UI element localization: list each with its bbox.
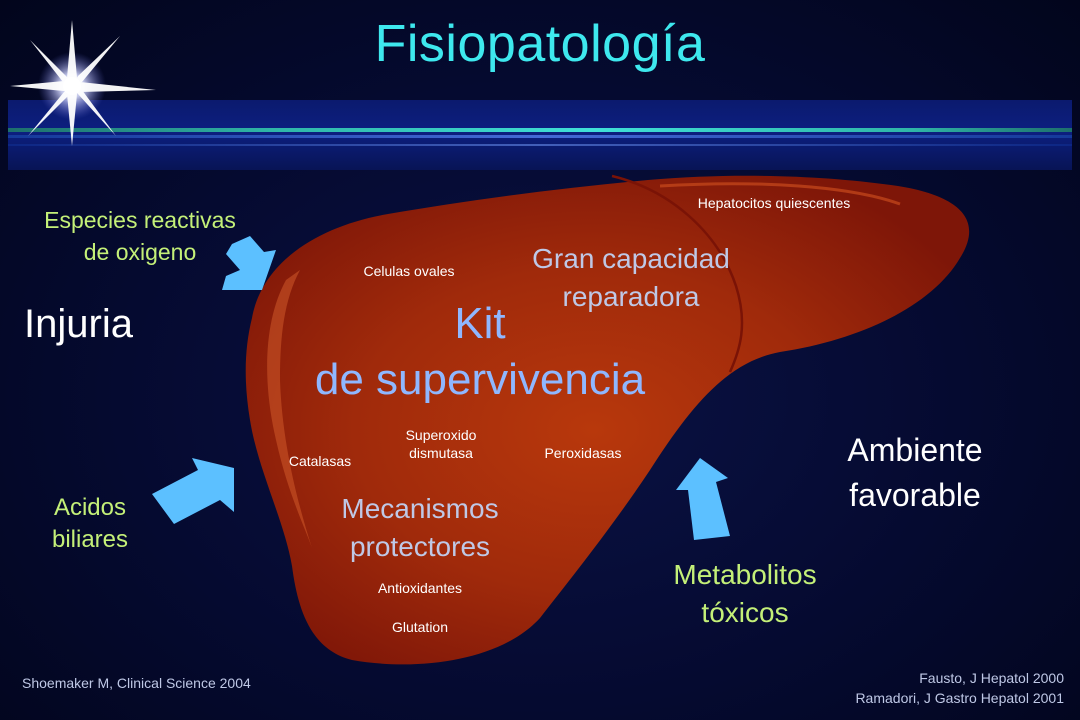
label-peroxidasas: Peroxidasas: [544, 445, 622, 461]
label-gran-capacidad: Gran capacidad reparadora: [500, 240, 762, 316]
liver-ligament-line: [611, 174, 744, 373]
label-ambiente-favorable: Ambiente favorable: [820, 428, 1010, 518]
header-stripe-blue: [8, 135, 1072, 138]
liver-top-edge: [659, 182, 901, 206]
label-kit-supervivencia: Kit de supervivencia: [270, 296, 690, 408]
label-metabolitos-line2: tóxicos: [701, 597, 789, 628]
liver-shape: [245, 175, 970, 665]
label-metabolitos-line1: Metabolitos: [673, 559, 817, 590]
label-metabolitos-toxicos: Metabolitos tóxicos: [650, 556, 840, 632]
label-especies-line1: Especies reactivas: [44, 207, 236, 233]
label-celulas-ovales: Celulas ovales: [363, 263, 455, 279]
label-especies-reactivas: Especies reactivas de oxigeno: [20, 204, 260, 268]
label-injuria: Injuria: [24, 302, 133, 346]
label-catalasas: Catalasas: [288, 453, 352, 469]
liver-highlight: [267, 270, 312, 548]
reference-right-line1: Fausto, J Hepatol 2000: [919, 670, 1064, 686]
block-arrow-icon: [676, 458, 730, 540]
label-kit-line2: de supervivencia: [314, 355, 646, 404]
label-mecanismos-protectores: Mecanismos protectores: [310, 490, 530, 566]
label-glutation: Glutation: [391, 619, 449, 635]
label-ambiente-line1: Ambiente: [847, 432, 983, 468]
label-superoxido-dismutasa: Superoxido dismutasa: [385, 426, 497, 462]
label-superoxido-line1: Superoxido: [405, 427, 477, 443]
reference-right: Fausto, J Hepatol 2000 Ramadori, J Gastr…: [770, 668, 1064, 708]
block-arrow-icon: [222, 236, 276, 290]
label-gran-line2: reparadora: [562, 281, 700, 312]
label-mecanismos-line1: Mecanismos: [341, 493, 499, 524]
reference-left: Shoemaker M, Clinical Science 2004: [22, 675, 251, 691]
label-acidos-line1: Acidos: [53, 494, 127, 521]
label-mecanismos-line2: protectores: [349, 531, 491, 562]
header-stripe-teal: [8, 128, 1072, 132]
block-arrow-icon: [152, 458, 234, 524]
label-hepatocitos-quiescentes: Hepatocitos quiescentes: [697, 195, 851, 211]
label-superoxido-line2: dismutasa: [409, 445, 473, 461]
header-band: [8, 100, 1072, 170]
header-stripe-thin: [8, 144, 1072, 146]
label-ambiente-line2: favorable: [849, 477, 981, 513]
label-antioxidantes: Antioxidantes: [377, 580, 463, 596]
starburst-icon: [10, 20, 156, 146]
reference-right-line2: Ramadori, J Gastro Hepatol 2001: [855, 690, 1064, 706]
label-gran-line1: Gran capacidad: [532, 243, 730, 274]
page-title: Fisiopatología: [374, 15, 706, 73]
label-kit-line1: Kit: [454, 299, 506, 348]
label-especies-line2: de oxigeno: [83, 239, 197, 265]
label-acidos-line2: biliares: [51, 526, 129, 553]
label-acidos-biliares: Acidos biliares: [30, 492, 150, 556]
